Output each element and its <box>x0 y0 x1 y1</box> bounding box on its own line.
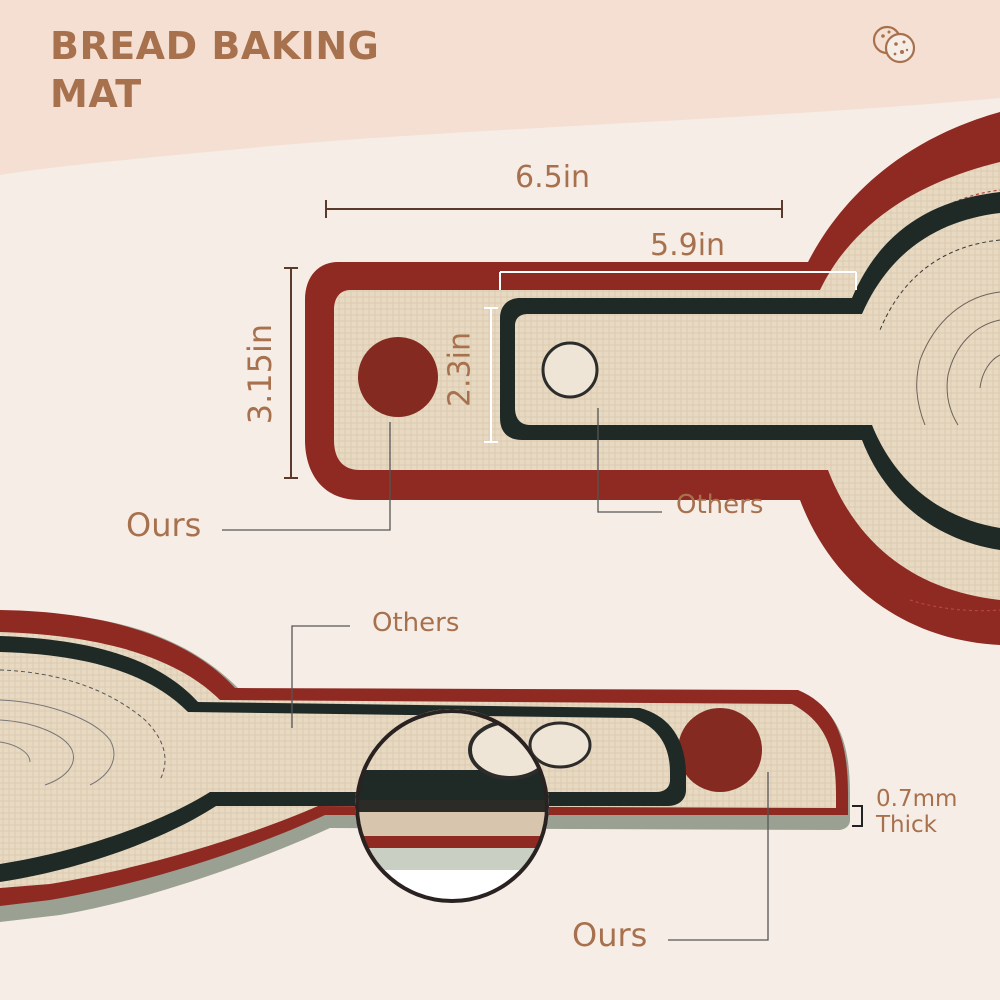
leader-lines-bottom <box>291 625 769 941</box>
others-label-top: Others <box>676 490 764 520</box>
others-width-label: 5.9in <box>650 228 726 263</box>
thickness-value: 0.7mm <box>876 786 958 812</box>
others-hanging-hole-top <box>541 341 599 399</box>
ours-hanging-hole-bottom <box>678 708 762 792</box>
title-line-1: BREAD BAKING <box>50 24 380 68</box>
others-label-bottom: Others <box>372 608 460 638</box>
cookie-icon <box>872 25 916 64</box>
dimension-lines-others-top <box>484 271 857 443</box>
leader-lines-top <box>222 408 662 531</box>
others-height-label: 2.3in <box>442 331 478 408</box>
ours-hanging-hole-top <box>358 337 438 417</box>
top-others-mat <box>500 192 1000 550</box>
title-line-2: MAT <box>50 72 142 116</box>
ours-label-top: Ours <box>126 506 202 544</box>
thickness-label: 0.7mm Thick <box>876 786 957 838</box>
ours-width-label: 6.5in <box>515 160 591 195</box>
dimension-lines-top <box>284 200 783 479</box>
thickness-bracket <box>852 805 863 827</box>
bottom-others-mat <box>0 636 686 882</box>
ours-height-label: 3.15in <box>241 323 279 425</box>
page-title: BREAD BAKING MAT <box>50 22 450 118</box>
magnifier-lens <box>355 709 549 903</box>
thickness-word: Thick <box>876 812 937 838</box>
ours-label-bottom: Ours <box>572 916 648 954</box>
header-band <box>0 0 1000 175</box>
